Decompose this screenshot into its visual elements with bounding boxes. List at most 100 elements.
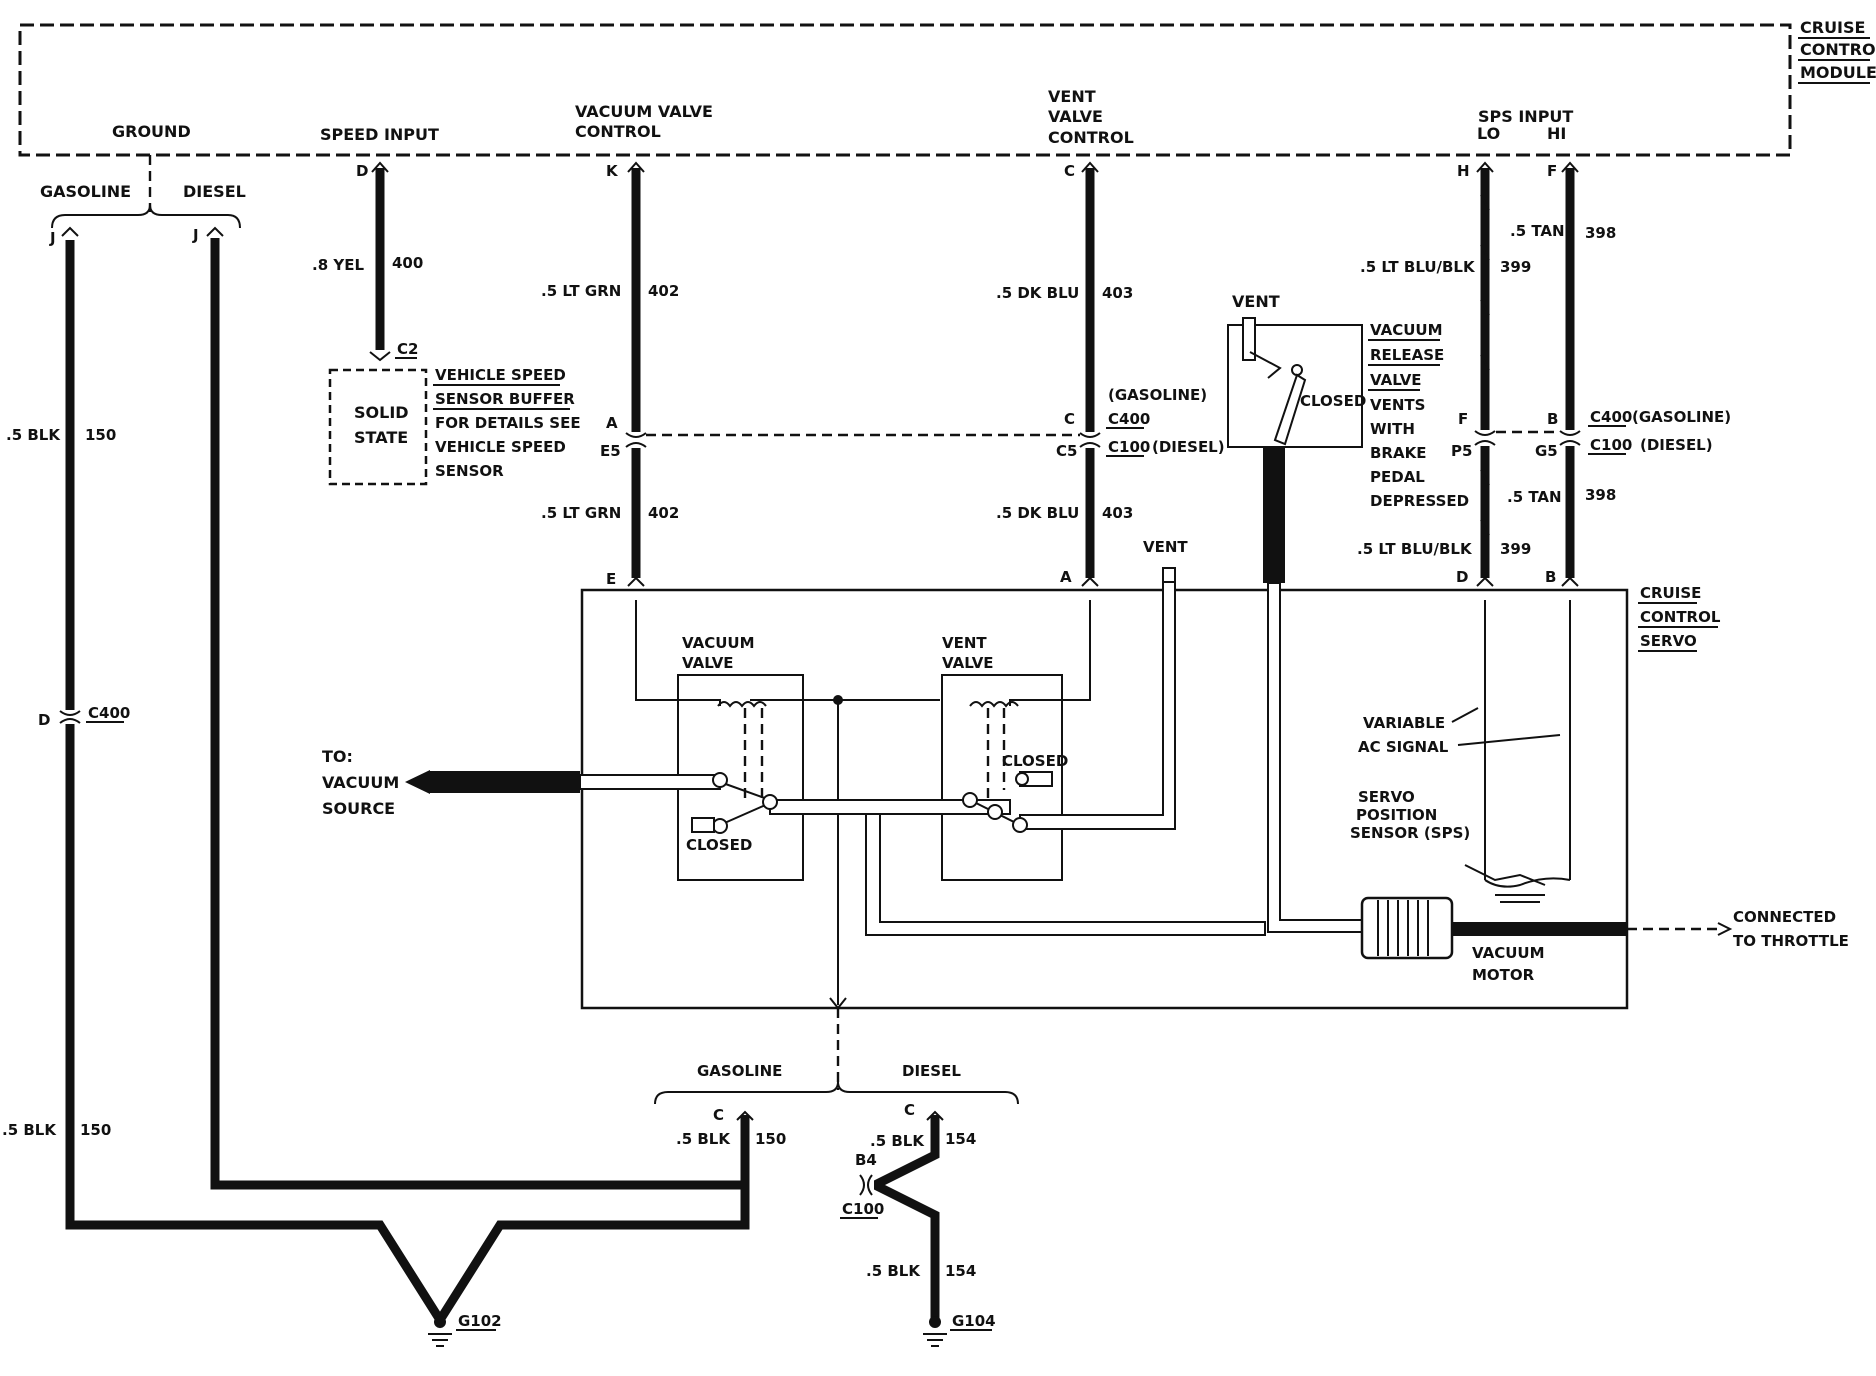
servo-diesel-ground-wire xyxy=(864,1115,940,1318)
to-vacuum-line-2: VACUUM xyxy=(322,773,399,792)
servo-title-2: CONTROL xyxy=(1640,608,1721,626)
vacuum-valve-control-label-1: VACUUM VALVE xyxy=(575,102,713,121)
cruise-control-servo-box xyxy=(580,588,1629,1010)
c2-label: C2 xyxy=(397,340,418,358)
solid-state-line-1: SOLID xyxy=(354,403,409,422)
c100-junction-label: C100 xyxy=(842,1200,884,1218)
vac-upper-circuit: 402 xyxy=(648,282,679,300)
release-plunger xyxy=(1263,448,1285,583)
release-desc-5: WITH xyxy=(1370,420,1415,438)
gas-d-label: D xyxy=(38,711,50,729)
ground-diesel-label: DIESEL xyxy=(183,182,246,201)
ground-gasoline-label: GASOLINE xyxy=(40,182,131,201)
throttle-label-1: CONNECTED xyxy=(1733,908,1836,926)
release-desc-6: BRAKE xyxy=(1370,444,1426,462)
gas-ground-low-gauge: .5 BLK xyxy=(2,1121,57,1139)
to-vacuum-line-1: TO: xyxy=(322,747,353,766)
sps-f-label: F xyxy=(1458,410,1468,428)
sps-gasoline-note: (GASOLINE) xyxy=(1632,408,1731,426)
sps-input-label: SPS INPUT xyxy=(1478,107,1573,126)
pin-sps-f: F xyxy=(1547,162,1557,180)
vent-c5-label: C5 xyxy=(1056,442,1077,460)
vac-upper-gauge: .5 LT GRN xyxy=(541,282,621,300)
vent-diesel-note: (DIESEL) xyxy=(1152,438,1225,456)
release-desc-8: DEPRESSED xyxy=(1370,492,1469,510)
servo-gas-gauge: .5 BLK xyxy=(676,1130,731,1148)
sps-desc-2: POSITION xyxy=(1356,806,1437,824)
g104-gauge: .5 BLK xyxy=(866,1262,921,1280)
release-closed-label: CLOSED xyxy=(1300,392,1366,410)
sps-lo-upper-circuit: 399 xyxy=(1500,258,1531,276)
release-desc-4: VENTS xyxy=(1370,396,1425,414)
sps-lo-lower-circuit: 399 xyxy=(1500,540,1531,558)
closed-left-label: CLOSED xyxy=(686,836,752,854)
sps-hi-upper-circuit: 398 xyxy=(1585,224,1616,242)
g104-circuit: 154 xyxy=(945,1262,976,1280)
sps-desc-1: SERVO xyxy=(1358,788,1415,806)
vent-lower-gauge: .5 DK BLU xyxy=(996,504,1079,522)
ground-label: GROUND xyxy=(112,122,191,141)
sps-lo-label: LO xyxy=(1477,124,1500,143)
vent-valve-control-label-2: VALVE xyxy=(1048,107,1103,126)
sps-hi-lower-gauge: .5 TAN xyxy=(1507,488,1562,506)
vent-c100-label: C100 xyxy=(1108,438,1150,456)
module-title-3: MODULE xyxy=(1800,63,1876,82)
vent-c-label: C xyxy=(1064,410,1075,428)
throttle-cable xyxy=(1452,922,1627,936)
servo-pin-d: D xyxy=(1456,568,1468,586)
vent-valve-label-2: VALVE xyxy=(942,654,994,672)
b4-label: B4 xyxy=(855,1151,877,1169)
g102-label: G102 xyxy=(458,1312,502,1330)
servo-gas-pin-c: C xyxy=(713,1106,724,1124)
pin-gas-j: J xyxy=(49,229,56,247)
pin-speed-d: D xyxy=(356,162,368,180)
release-desc-1: VACUUM xyxy=(1370,321,1443,339)
release-valve-box xyxy=(1227,324,1363,448)
cruise-control-module-box xyxy=(18,23,1792,157)
vent-valve-label-1: VENT xyxy=(942,634,987,652)
speed-circuit: 400 xyxy=(392,254,423,272)
vac-lower-gauge: .5 LT GRN xyxy=(541,504,621,522)
sps-c400-label: C400 xyxy=(1590,408,1632,426)
vent-gasoline-note: (GASOLINE) xyxy=(1108,386,1207,404)
pin-vent-c: C xyxy=(1064,162,1075,180)
servo-title-3: SERVO xyxy=(1640,632,1697,650)
servo-pin-e: E xyxy=(606,570,616,588)
closed-right-label: CLOSED xyxy=(1002,752,1068,770)
release-vent-label: VENT xyxy=(1232,292,1280,311)
module-title-2: CONTROL xyxy=(1800,40,1876,59)
vacuum-motor-label-2: MOTOR xyxy=(1472,966,1535,984)
vent-valve-control-label-3: CONTROL xyxy=(1048,128,1134,147)
sps-b-label: B xyxy=(1547,410,1558,428)
vacuum-motor-label-1: VACUUM xyxy=(1472,944,1545,962)
speed-sensor-desc-1: VEHICLE SPEED xyxy=(435,366,566,384)
release-desc-2: RELEASE xyxy=(1370,346,1444,364)
g104-label: G104 xyxy=(952,1312,996,1330)
servo-title-1: CRUISE xyxy=(1640,584,1701,602)
vent-valve-housing xyxy=(941,674,1063,881)
vent-upper-gauge: .5 DK BLU xyxy=(996,284,1079,302)
speed-sensor-desc-2: SENSOR BUFFER xyxy=(435,390,575,408)
sps-c100-label: C100 xyxy=(1590,436,1632,454)
gas-ground-low-circuit: 150 xyxy=(80,1121,111,1139)
speed-sensor-desc-5: SENSOR xyxy=(435,462,504,480)
vacuum-valve-control-label-2: CONTROL xyxy=(575,122,661,141)
servo-diesel-circuit: 154 xyxy=(945,1130,976,1148)
servo-pin-a: A xyxy=(1060,568,1072,586)
gas-ground-gauge: .5 BLK xyxy=(6,426,61,444)
vacuum-valve-label-2: VALVE xyxy=(682,654,734,672)
diesel-ground-wire xyxy=(210,238,745,1190)
vac-a-label: A xyxy=(606,414,618,432)
sps-hi-label: HI xyxy=(1547,124,1566,143)
vacuum-source-arrow xyxy=(405,770,430,794)
sps-hi-upper-gauge: .5 TAN xyxy=(1510,222,1565,240)
release-desc-7: PEDAL xyxy=(1370,468,1425,486)
solid-state-box xyxy=(328,368,428,486)
speed-sensor-desc-4: VEHICLE SPEED xyxy=(435,438,566,456)
sps-diesel-note: (DIESEL) xyxy=(1640,436,1713,454)
sps-g5-label: G5 xyxy=(1535,442,1558,460)
sps-lo-lower-gauge: .5 LT BLU/BLK xyxy=(1357,540,1473,558)
servo-gasoline-label: GASOLINE xyxy=(697,1062,782,1080)
sps-hi-lower-circuit: 398 xyxy=(1585,486,1616,504)
throttle-label-2: TO THROTTLE xyxy=(1733,932,1849,950)
